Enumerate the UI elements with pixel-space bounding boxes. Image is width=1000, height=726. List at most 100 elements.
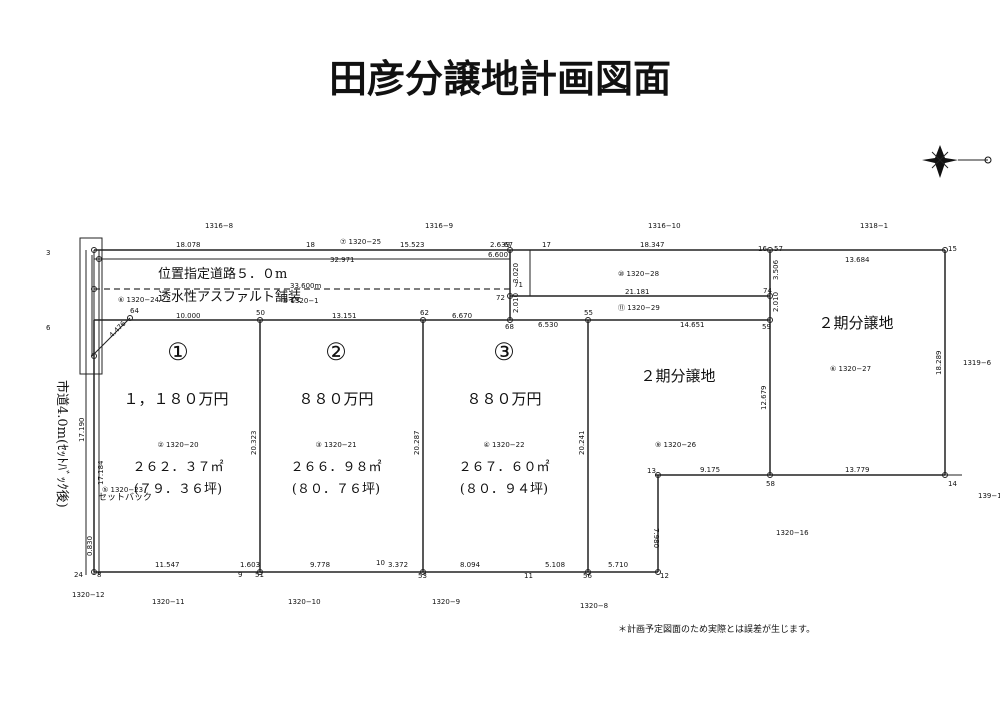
svg-text:14.651: 14.651 — [680, 321, 705, 329]
lot-price: ８８０万円 — [298, 390, 373, 408]
lot-parcel: ④ 1320−22 — [483, 441, 524, 449]
svg-text:9.175: 9.175 — [700, 466, 720, 474]
compass-icon — [922, 145, 992, 178]
svg-text:62: 62 — [420, 309, 429, 317]
city-road-label: 市道4.0m(ｾｯﾄﾊﾞｯｸ後) — [54, 380, 70, 508]
svg-text:4.476: 4.476 — [108, 319, 128, 339]
svg-text:5.710: 5.710 — [608, 561, 628, 569]
svg-text:74: 74 — [763, 287, 772, 295]
svg-text:67: 67 — [504, 241, 513, 249]
svg-text:18.289: 18.289 — [935, 351, 943, 376]
svg-text:1320−11: 1320−11 — [152, 598, 185, 606]
page-title: 田彦分譲地計画図面 — [329, 57, 671, 101]
svg-text:17: 17 — [542, 241, 551, 249]
svg-text:⑪ 1320−29: ⑪ 1320−29 — [618, 304, 660, 312]
lot-3[interactable]: ③ ８８０万円 ④ 1320−22 ２６７．６０㎡ (８０．９４坪) — [458, 338, 549, 497]
svg-text:3.020: 3.020 — [512, 263, 520, 283]
svg-text:32.971: 32.971 — [330, 256, 355, 264]
svg-text:1320−10: 1320−10 — [288, 598, 321, 606]
svg-text:1316−10: 1316−10 — [648, 222, 681, 230]
svg-text:2.639: 2.639 — [490, 241, 510, 249]
road-label: 位置指定道路５．０m — [158, 266, 287, 282]
svg-text:1316−9: 1316−9 — [425, 222, 453, 230]
svg-text:64: 64 — [130, 307, 139, 315]
footnote: ＊計画予定図面のため実際とは誤差が生じます。 — [618, 623, 815, 635]
lot-price: １，１８０万円 — [123, 390, 228, 408]
svg-text:72: 72 — [496, 294, 505, 302]
phase2-label: ２期分譲地 — [818, 314, 893, 332]
svg-text:16: 16 — [758, 245, 767, 253]
svg-text:12.679: 12.679 — [760, 386, 768, 411]
point-numbers: 3 6 18 67 17 16 57 15 64 50 62 68 55 59 … — [46, 241, 957, 580]
svg-text:⑥ 1320−24: ⑥ 1320−24 — [118, 296, 160, 304]
svg-text:7.980: 7.980 — [652, 528, 660, 548]
svg-text:10.000: 10.000 — [176, 312, 201, 320]
setback-label: セットバック — [98, 492, 152, 503]
svg-text:20.323: 20.323 — [250, 431, 258, 456]
svg-text:15: 15 — [948, 245, 957, 253]
lot-parcel: ② 1320−20 — [157, 441, 198, 449]
road-surface-label: 透水性アスファルト舗装 — [158, 290, 301, 305]
lot-area: ２６２．３７㎡ — [132, 460, 223, 475]
svg-text:⑥ 1320−27: ⑥ 1320−27 — [830, 365, 871, 373]
svg-text:51: 51 — [255, 571, 264, 579]
lot-2[interactable]: ② ８８０万円 ③ 1320−21 ２６６．９８㎡ (８０．７６坪) — [290, 338, 381, 497]
svg-text:13.151: 13.151 — [332, 312, 357, 320]
svg-text:5.108: 5.108 — [545, 561, 565, 569]
svg-text:59: 59 — [762, 323, 771, 331]
svg-text:⑨ 1320−26: ⑨ 1320−26 — [655, 441, 697, 449]
svg-text:18.078: 18.078 — [176, 241, 201, 249]
svg-text:8: 8 — [97, 571, 101, 579]
svg-text:3.372: 3.372 — [388, 561, 408, 569]
svg-text:1320−12: 1320−12 — [72, 591, 105, 599]
phase2-label: ２期分譲地 — [640, 367, 715, 385]
svg-text:6.600: 6.600 — [488, 251, 508, 259]
svg-text:8.094: 8.094 — [460, 561, 481, 569]
svg-text:13: 13 — [647, 467, 656, 475]
svg-text:⑩ 1320−28: ⑩ 1320−28 — [618, 270, 659, 278]
lot-area: ２６７．６０㎡ — [458, 460, 549, 475]
neighbor-labels: 1316−8 1316−9 1316−10 1318−1 1320−12 132… — [72, 222, 1000, 610]
svg-text:71: 71 — [514, 281, 523, 289]
svg-text:1320−8: 1320−8 — [580, 602, 608, 610]
lot-area: ２６６．９８㎡ — [290, 460, 381, 475]
svg-text:9.778: 9.778 — [310, 561, 330, 569]
svg-text:1320−9: 1320−9 — [432, 598, 460, 606]
lot-tsubo: (７９．３６坪) — [134, 482, 222, 497]
svg-text:13.684: 13.684 — [845, 256, 870, 264]
svg-text:33.600m: 33.600m — [290, 282, 321, 290]
lot-tsubo: (８０．７６坪) — [292, 482, 380, 497]
lot-parcel: ③ 1320−21 — [315, 441, 356, 449]
lot-price: ８８０万円 — [466, 390, 541, 408]
svg-text:9: 9 — [238, 571, 242, 579]
svg-text:13.779: 13.779 — [845, 466, 870, 474]
lot-marker: ② — [325, 338, 347, 366]
lot-1[interactable]: ① １，１８０万円 ② 1320−20 ２６２．３７㎡ (７９．３６坪) — [123, 338, 228, 497]
svg-text:18: 18 — [306, 241, 315, 249]
svg-text:57: 57 — [774, 245, 783, 253]
survey-points — [91, 247, 948, 575]
svg-text:1316−8: 1316−8 — [205, 222, 233, 230]
svg-text:6.670: 6.670 — [452, 312, 472, 320]
svg-text:17.184: 17.184 — [97, 460, 105, 485]
city-road — [79, 237, 103, 575]
svg-text:1319−6: 1319−6 — [963, 359, 992, 367]
svg-text:21.181: 21.181 — [625, 288, 650, 296]
svg-text:6: 6 — [46, 324, 51, 332]
svg-text:⑧ 1320−1: ⑧ 1320−1 — [282, 297, 319, 305]
svg-text:17.190: 17.190 — [78, 418, 86, 443]
svg-text:50: 50 — [256, 309, 265, 317]
svg-text:12: 12 — [660, 572, 669, 580]
svg-text:1318−1: 1318−1 — [860, 222, 888, 230]
svg-text:24: 24 — [74, 571, 83, 579]
svg-text:⑦ 1320−25: ⑦ 1320−25 — [340, 238, 381, 246]
dimension-labels: 18.078 32.971 15.523 2.639 18.347 13.684… — [78, 241, 943, 569]
svg-text:14: 14 — [948, 480, 957, 488]
svg-text:2.010: 2.010 — [772, 292, 780, 312]
svg-text:15.523: 15.523 — [400, 241, 425, 249]
svg-text:3.506: 3.506 — [772, 259, 780, 280]
svg-text:58: 58 — [766, 480, 775, 488]
svg-text:2.010: 2.010 — [512, 293, 520, 313]
lot-tsubo: (８０．９４坪) — [460, 482, 548, 497]
